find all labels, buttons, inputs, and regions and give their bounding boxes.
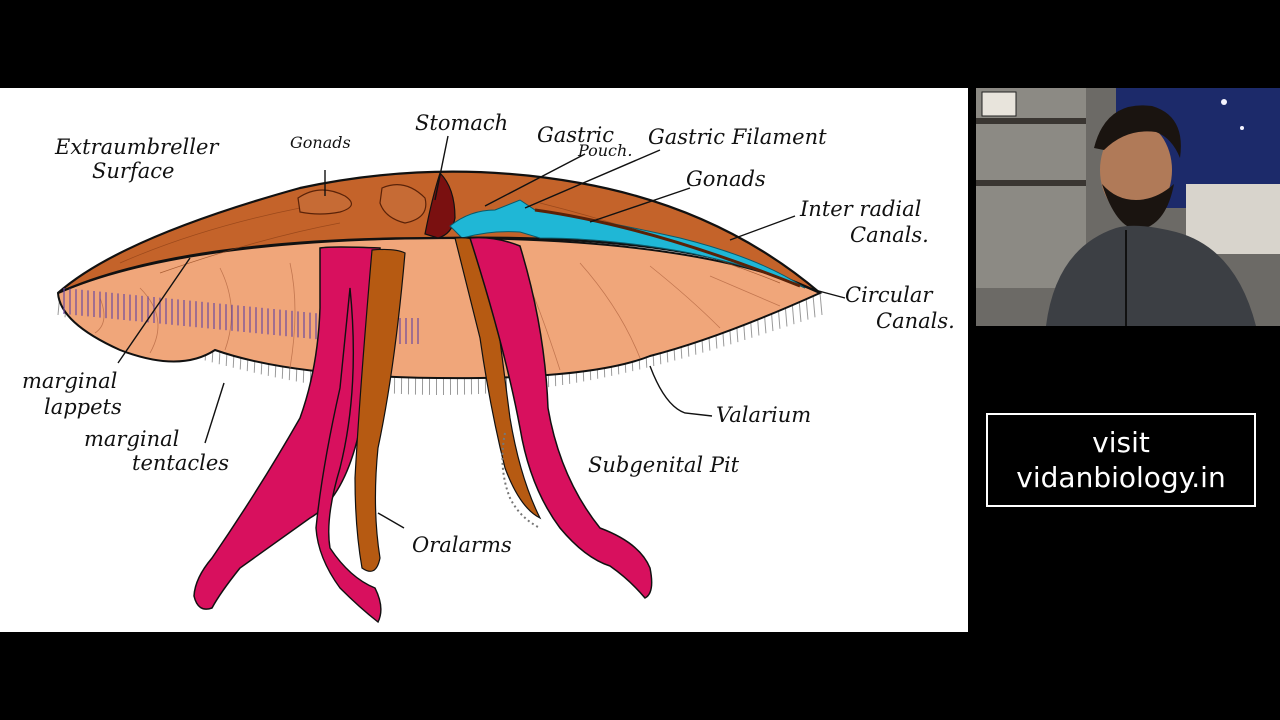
label-gastric-pouch-1: Gastric <box>537 123 614 147</box>
oral-arm-left-inner-pink <box>315 287 382 624</box>
promo-visit-text: visit <box>1092 426 1150 459</box>
gonads-left-shape <box>297 184 427 224</box>
label-extraumbrellar-2: Surface <box>92 159 174 183</box>
website-promo-box: visit vidanbiology.in <box>986 413 1256 507</box>
label-oral-arms: Oralarms <box>412 533 512 557</box>
inter-radial-canal <box>534 208 801 288</box>
label-circular-2: Canals. <box>876 309 955 333</box>
promo-website-url: vidanbiology.in <box>1016 461 1226 494</box>
webcam-illustration <box>976 88 1280 326</box>
label-stomach: Stomach <box>415 111 508 135</box>
label-gonads-left: Gonads <box>290 133 351 152</box>
label-gonads-right: Gonads <box>686 167 766 191</box>
tentacle-strand <box>798 299 802 322</box>
label-circular-1: Circular <box>845 283 934 307</box>
subgenital-pit-edge <box>501 432 541 529</box>
label-gastric-pouch-2: Pouch. <box>577 141 632 160</box>
label-marginal-tentacles-1: marginal <box>84 427 179 451</box>
label-inter-radial-2: Canals. <box>850 223 929 247</box>
label-inter-radial-1: Inter radial <box>799 197 921 221</box>
pointers <box>117 135 846 529</box>
tentacle-strand <box>812 295 816 318</box>
label-extraumbrellar-1: Extraumbreller <box>54 135 220 159</box>
webcam-presenter-video <box>976 88 1280 326</box>
tentacle-strand <box>805 297 809 320</box>
tentacle-strand <box>819 292 823 316</box>
label-subgenital-pit: Subgenital Pit <box>588 453 740 477</box>
oral-arm-left-inner-brown <box>354 248 406 572</box>
oral-arm-right-pink <box>468 236 653 599</box>
label-gastric-filament: Gastric Filament <box>648 125 827 149</box>
label-marginal-lappets-2: lappets <box>44 395 122 419</box>
label-marginal-tentacles-2: tentacles <box>132 451 229 475</box>
diagram-slide: Extraumbreller Surface Gonads Stomach Ga… <box>0 88 968 632</box>
label-marginal-lappets-1: marginal <box>22 369 117 393</box>
jellyfish-diagram: Extraumbreller Surface Gonads Stomach Ga… <box>22 111 955 624</box>
label-velarium: Valarium <box>716 403 811 427</box>
stomach-shape <box>424 171 456 239</box>
